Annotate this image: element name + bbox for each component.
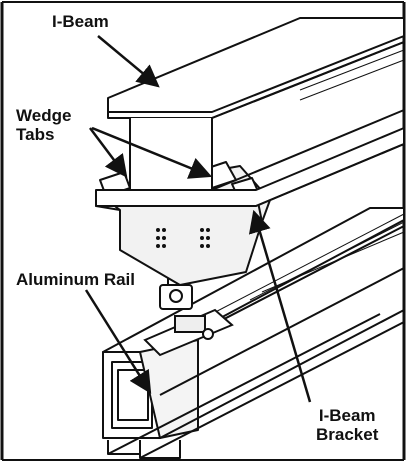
label-i-beam: I-Beam [52,12,109,31]
arrow-wedge-tab-left [89,127,128,178]
i-beam [95,17,405,207]
label-wedge-tabs-line1: Wedge [16,106,72,125]
label-i-beam-bracket-line1: I-Beam [318,406,376,425]
label-i-beam-bracket-line2: Bracket [316,425,379,444]
arrow-i-beam [97,35,160,88]
aluminum-rail [102,207,405,459]
arrow-wedge-tab-right [91,126,213,179]
label-i-beam-bracket: I-Beam Bracket [316,406,379,444]
leader-lines [84,35,312,403]
label-wedge-tabs-line2: Tabs [16,125,55,144]
arrow-aluminum-rail [84,289,152,394]
label-aluminum-rail: Aluminum Rail [16,270,136,289]
label-wedge-tabs: Wedge Tabs [16,106,72,144]
arrow-i-beam-bracket [248,209,312,403]
